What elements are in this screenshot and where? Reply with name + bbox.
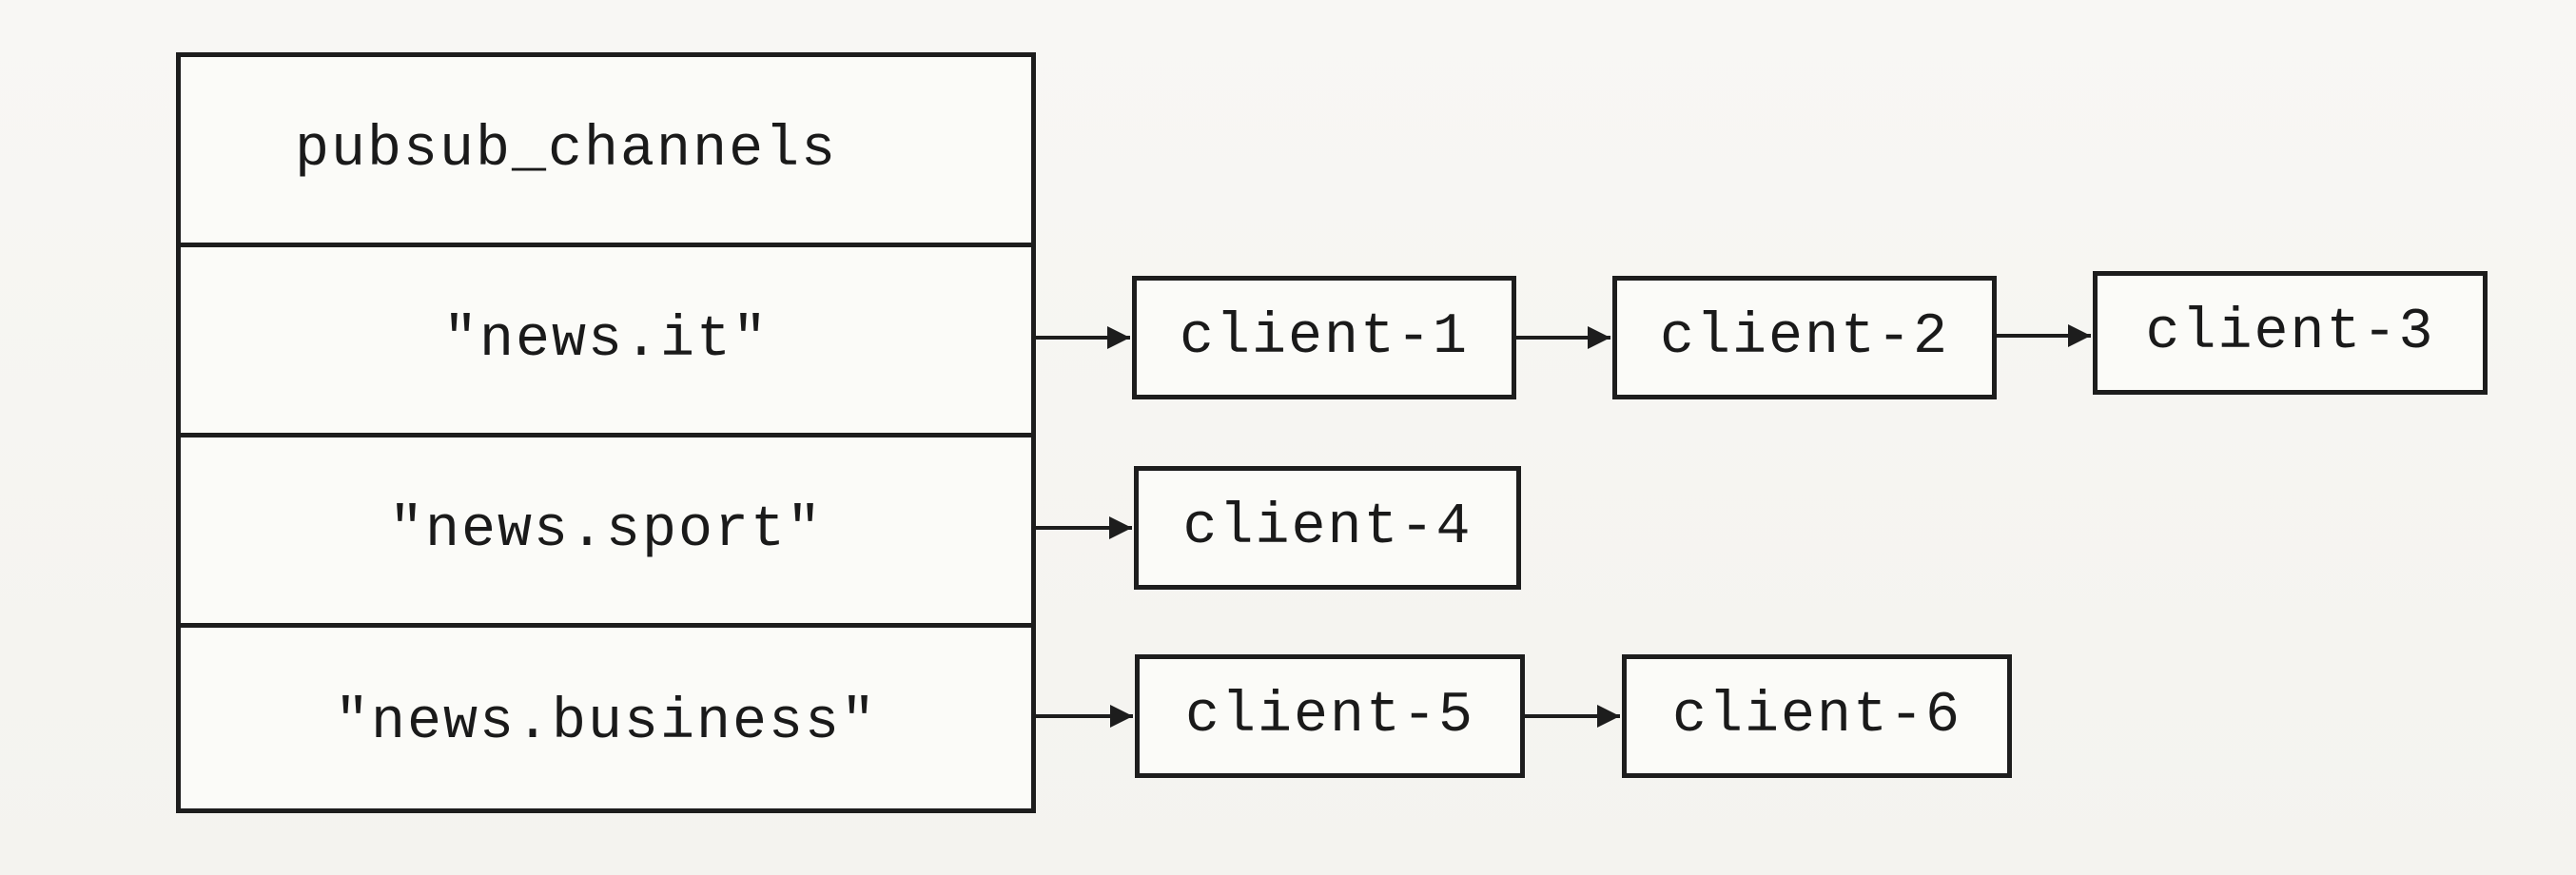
client-node-2: client-2 — [1612, 276, 1997, 399]
client-label: client-3 — [2145, 301, 2435, 365]
client-label: client-1 — [1179, 305, 1470, 370]
dict-key-news-business: "news.business" — [181, 628, 1031, 818]
client-node-1: client-1 — [1132, 276, 1516, 399]
client-label: client-2 — [1659, 305, 1950, 370]
dict-title: pubsub_channels — [295, 117, 838, 183]
client-label: client-4 — [1182, 496, 1473, 560]
client-node-3: client-3 — [2093, 271, 2488, 395]
dict-title-cell: pubsub_channels — [181, 57, 1031, 247]
client-label: client-5 — [1184, 684, 1475, 749]
client-label: client-6 — [1671, 684, 1962, 749]
channel-key-label: "news.it" — [442, 307, 770, 373]
dict-key-news-sport: "news.sport" — [181, 438, 1031, 628]
pubsub-channels-dict: pubsub_channels "news.it" "news.sport" "… — [176, 52, 1036, 813]
client-node-4: client-4 — [1134, 466, 1521, 590]
dict-key-news-it: "news.it" — [181, 247, 1031, 438]
client-node-5: client-5 — [1135, 654, 1525, 778]
channel-key-label: "news.sport" — [388, 497, 824, 563]
channel-key-label: "news.business" — [334, 690, 878, 755]
client-node-6: client-6 — [1622, 654, 2012, 778]
